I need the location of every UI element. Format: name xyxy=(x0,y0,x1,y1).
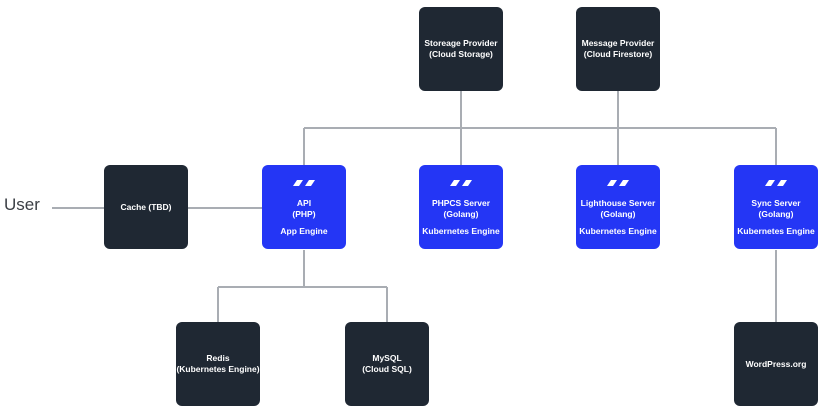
node-mysql-line1: MySQL xyxy=(372,353,402,363)
node-mysql: MySQL (Cloud SQL) xyxy=(345,322,429,406)
node-cache: Cache (TBD) xyxy=(104,165,188,249)
node-message-provider-line1: Message Provider xyxy=(581,38,655,48)
node-redis-line2: (Kubernetes Engine) xyxy=(176,364,260,374)
node-phpcs-line2: (Golang) xyxy=(443,208,479,219)
wp-logo-icon xyxy=(450,179,472,186)
node-mysql-line2: (Cloud SQL) xyxy=(362,364,412,374)
user-label: User xyxy=(4,195,40,214)
node-sync-line3: Kubernetes Engine xyxy=(737,225,815,236)
node-lighthouse-server: Lighthouse Server (Golang) Kubernetes En… xyxy=(576,165,660,249)
node-wordpress-org: WordPress.org xyxy=(734,322,818,406)
node-message-provider-line2: (Cloud Firestore) xyxy=(583,49,653,59)
node-wordpress-line1: WordPress.org xyxy=(745,358,807,369)
node-cache-line1: Cache (TBD) xyxy=(120,201,172,212)
node-storage-provider: Storeage Provider (Cloud Storage) xyxy=(419,7,503,91)
node-api-line1: API xyxy=(296,197,312,208)
node-api: API (PHP) App Engine xyxy=(262,165,346,249)
node-message-provider: Message Provider (Cloud Firestore) xyxy=(576,7,660,91)
node-storage-provider-line1: Storeage Provider xyxy=(424,38,498,48)
node-phpcs-line3: Kubernetes Engine xyxy=(422,225,500,236)
node-phpcs-server: PHPCS Server (Golang) Kubernetes Engine xyxy=(419,165,503,249)
node-lighthouse-line3: Kubernetes Engine xyxy=(579,225,657,236)
node-storage-provider-line2: (Cloud Storage) xyxy=(429,49,493,59)
node-lighthouse-line2: (Golang) xyxy=(600,208,636,219)
node-redis: Redis (Kubernetes Engine) xyxy=(176,322,260,406)
node-sync-line1: Sync Server xyxy=(751,197,801,208)
node-lighthouse-line1: Lighthouse Server xyxy=(580,197,656,208)
wp-logo-icon xyxy=(607,179,629,186)
node-api-line3: App Engine xyxy=(280,225,328,236)
node-sync-line2: (Golang) xyxy=(758,208,794,219)
node-redis-line1: Redis xyxy=(206,353,230,363)
wp-logo-icon xyxy=(765,179,787,186)
node-sync-server: Sync Server (Golang) Kubernetes Engine xyxy=(734,165,818,249)
wp-logo-icon xyxy=(293,179,315,186)
node-phpcs-line1: PHPCS Server xyxy=(431,197,491,208)
node-api-line2: (PHP) xyxy=(292,208,316,219)
